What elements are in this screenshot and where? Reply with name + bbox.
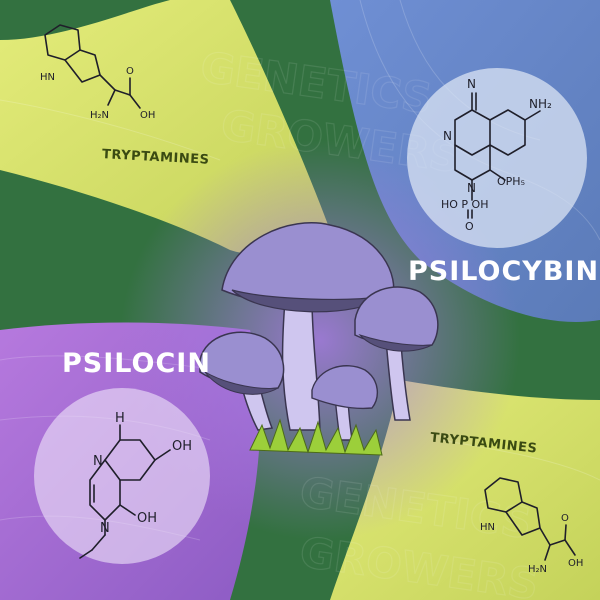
mushroom-cluster — [199, 222, 439, 456]
psilocin-atom-oh-bottom: OH — [137, 511, 157, 526]
psilocin-atom-oh-top: OH — [172, 439, 192, 454]
tryptophan-top-atom-hn: HN — [40, 72, 55, 83]
center-glow — [120, 140, 520, 540]
tryptophan-structure-top: HN H₂N OH O — [40, 24, 155, 121]
tryptophan-bottom-atom-oh: OH — [568, 558, 583, 569]
psilocin-atom-n-bottom: N — [100, 521, 110, 536]
tryptophan-structure-bottom: HN H₂N OH O — [480, 477, 583, 575]
tryptophan-top-atom-h2n: H₂N — [90, 110, 109, 121]
psilocybin-atom-hopoh: HO P OH — [441, 198, 489, 211]
tryptophan-bottom-atom-o: O — [561, 513, 569, 524]
grass-tuft — [249, 418, 383, 456]
psilocybin-atom-o: O — [465, 220, 474, 233]
psilocybin-label: PSILOCYBIN — [408, 256, 600, 287]
tryptophan-bottom-atom-hn: HN — [480, 522, 495, 533]
psilocybin-atom-n-top: N — [467, 77, 476, 91]
psilocin-structure: H OH N OH N — [79, 411, 192, 559]
psilocybin-atom-ophs: OPH₅ — [497, 175, 525, 188]
psilocybin-atom-n-bottom: N — [467, 181, 476, 195]
psilocin-label: PSILOCIN — [62, 348, 211, 379]
tryptophan-top-atom-o: O — [126, 66, 134, 77]
psilocybin-structure: N NH₂ N N OPH₅ HO P OH O — [441, 77, 552, 233]
psilocin-atom-n-top: N — [93, 454, 103, 469]
psilocybin-atom-nh2: NH₂ — [529, 97, 552, 111]
tryptophan-bottom-atom-h2n: H₂N — [528, 564, 547, 575]
psilocybin-atom-n-ring: N — [443, 129, 452, 143]
psilocin-circle — [34, 388, 210, 564]
psilocybin-circle — [407, 68, 587, 248]
psilocin-atom-h: H — [115, 411, 125, 426]
tryptophan-top-atom-oh: OH — [140, 110, 155, 121]
